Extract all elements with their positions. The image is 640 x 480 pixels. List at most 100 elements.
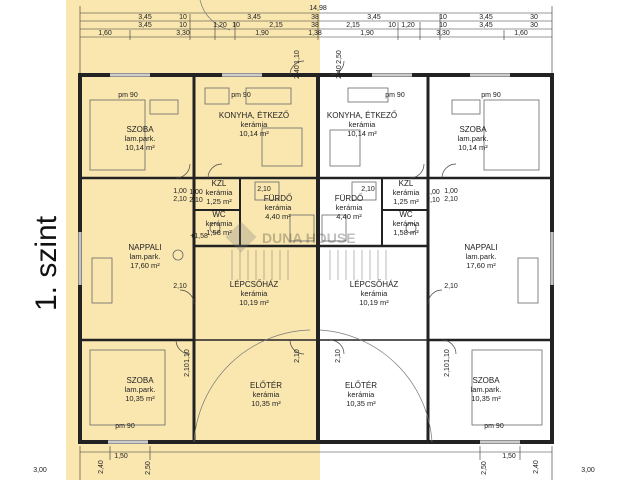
dimension-vertical-label: 2,50 bbox=[481, 461, 488, 475]
staircase bbox=[231, 250, 387, 280]
floor-title: 1. szint bbox=[30, 215, 63, 311]
dimension-top-label: 3,45 bbox=[367, 14, 381, 21]
dimension-label: 2,10 bbox=[361, 186, 375, 193]
dimension-label: 1,00 bbox=[426, 189, 440, 196]
room-area-konyha-l: 10,14 m² bbox=[239, 129, 269, 138]
dimension-vertical-label: 2,10 bbox=[294, 349, 301, 363]
room-floor-furdo-r: kerámia bbox=[336, 203, 364, 212]
room-name-szoba-bl: SZOBA bbox=[126, 376, 154, 385]
dimension-top-label: 38 bbox=[311, 22, 319, 29]
dimension-label: 3,00 bbox=[33, 467, 47, 474]
dimension-vertical-label: 2,40 bbox=[98, 460, 105, 474]
window-openings bbox=[78, 73, 554, 444]
dimension-vertical-label: 2,40 bbox=[294, 65, 301, 79]
room-floor-kzl-r: kerámia bbox=[393, 188, 421, 197]
dimension-label: 2,10 bbox=[444, 283, 458, 290]
dimension-label: 2,10 bbox=[444, 196, 458, 203]
dimension-top-label: 3,45 bbox=[138, 22, 152, 29]
room-floor-konyha-r: kerámia bbox=[349, 120, 377, 129]
room-floor-konyha-l: kerámia bbox=[241, 120, 269, 129]
dimension-label: pm 90 bbox=[118, 92, 138, 99]
room-floor-szoba-tl: lam.park. bbox=[125, 134, 156, 143]
room-floor-nappali-l: lam.park. bbox=[130, 252, 161, 261]
room-area-wc-l: 1,58 m² bbox=[206, 228, 232, 237]
room-name-lepcso-r: LÉPCSŐHÁZ bbox=[350, 280, 399, 289]
dimension-label: 1,00 bbox=[173, 188, 187, 195]
room-name-konyha-l: KONYHA, ÉTKEZŐ bbox=[219, 111, 289, 120]
room-name-furdo-r: FÜRDŐ bbox=[335, 194, 363, 203]
room-name-kzl-l: KZL bbox=[212, 179, 227, 188]
room-floor-nappali-r: lam.park. bbox=[466, 252, 497, 261]
room-floor-szoba-tr: lam.park. bbox=[458, 134, 489, 143]
top-dimension-lines bbox=[79, 6, 553, 80]
room-area-szoba-bl: 10,35 m² bbox=[125, 394, 155, 403]
room-area-szoba-tl: 10,14 m² bbox=[125, 143, 155, 152]
dimension-label: 1,50 bbox=[114, 453, 128, 460]
room-name-furdo-l: FÜRDŐ bbox=[264, 194, 292, 203]
dimension-vertical-label: 2,50 bbox=[145, 461, 152, 475]
room-area-nappali-l: 17,60 m² bbox=[130, 261, 160, 270]
room-name-eloter-r: ELŐTÉR bbox=[345, 381, 377, 390]
dimension-top-label: 14,98 bbox=[309, 5, 327, 12]
dimension-top-label: 1,20 bbox=[213, 22, 227, 29]
dimension-vertical-label: 2,40 bbox=[336, 65, 343, 79]
dimension-top-label: 30 bbox=[530, 14, 538, 21]
room-name-konyha-r: KONYHA, ÉTKEZŐ bbox=[327, 111, 397, 120]
room-area-furdo-r: 4,40 m² bbox=[336, 212, 362, 221]
room-area-wc-r: 1,58 m² bbox=[393, 228, 419, 237]
watermark: DUNA HOUSE bbox=[225, 221, 356, 253]
dimension-vertical-label: 2,10 bbox=[335, 349, 342, 363]
room-area-kzl-l: 1,25 m² bbox=[206, 197, 232, 206]
dimension-vertical-label: 2,10 bbox=[444, 363, 451, 377]
dimension-label: 2,10 bbox=[189, 197, 203, 204]
dimension-label: 1,50 bbox=[502, 453, 516, 460]
room-name-szoba-br: SZOBA bbox=[472, 376, 500, 385]
dimension-top-label: 1,38 bbox=[308, 30, 322, 37]
room-area-eloter-l: 10,35 m² bbox=[251, 399, 281, 408]
dimension-top-label: 3,30 bbox=[436, 30, 450, 37]
dimension-vertical-label: 1,10 bbox=[184, 349, 191, 363]
dimension-vertical-label: 1,10 bbox=[444, 349, 451, 363]
room-floor-wc-l: kerámia bbox=[206, 219, 234, 228]
room-area-nappali-r: 17,60 m² bbox=[466, 261, 496, 270]
dimension-vertical-label: 2,10 bbox=[184, 363, 191, 377]
dimension-vertical-label: 2,40 bbox=[533, 460, 540, 474]
dimension-top-label: 1,60 bbox=[514, 30, 528, 37]
dimension-top-label: 10 bbox=[388, 22, 396, 29]
room-floor-lepcso-r: kerámia bbox=[361, 289, 389, 298]
dimension-label: pm 90 bbox=[115, 423, 135, 430]
dimension-top-label: 10 bbox=[179, 22, 187, 29]
room-floor-szoba-bl: lam.park. bbox=[125, 385, 156, 394]
door-swings bbox=[175, 0, 457, 443]
room-floor-szoba-br: lam.park. bbox=[471, 385, 502, 394]
dimension-vertical-label: 1,10 bbox=[294, 50, 301, 64]
dimension-top-label: 1,90 bbox=[360, 30, 374, 37]
dimension-top-label: 30 bbox=[530, 22, 538, 29]
room-floor-eloter-l: kerámia bbox=[253, 390, 281, 399]
dimension-top-label: 1,60 bbox=[98, 30, 112, 37]
room-name-szoba-tr: SZOBA bbox=[459, 125, 487, 134]
dimension-top-label: 3,45 bbox=[479, 22, 493, 29]
room-name-szoba-tl: SZOBA bbox=[126, 125, 154, 134]
dimension-top-label: 3,30 bbox=[176, 30, 190, 37]
floor-title-text: 1. szint bbox=[30, 215, 63, 311]
room-area-lepcso-l: 10,19 m² bbox=[239, 298, 269, 307]
window-frames bbox=[78, 73, 554, 444]
dimension-top-label: 2,15 bbox=[269, 22, 283, 29]
room-floor-furdo-l: kerámia bbox=[265, 203, 293, 212]
room-name-kzl-r: KZL bbox=[399, 179, 414, 188]
room-name-wc-l: WC bbox=[212, 210, 226, 219]
dimension-label: 2,10 bbox=[173, 196, 187, 203]
dimension-label: 1,00 bbox=[189, 189, 203, 196]
room-area-konyha-r: 10,14 m² bbox=[347, 129, 377, 138]
dimension-top-label: 1,20 bbox=[401, 22, 415, 29]
dimension-top-label: 3,45 bbox=[247, 14, 261, 21]
dimension-top-label: 2,15 bbox=[346, 22, 360, 29]
room-area-kzl-r: 1,25 m² bbox=[393, 197, 419, 206]
room-name-lepcso-l: LÉPCSŐHÁZ bbox=[230, 280, 279, 289]
watermark-text: DUNA HOUSE bbox=[262, 230, 356, 246]
dimension-label: pm 90 bbox=[231, 92, 251, 99]
